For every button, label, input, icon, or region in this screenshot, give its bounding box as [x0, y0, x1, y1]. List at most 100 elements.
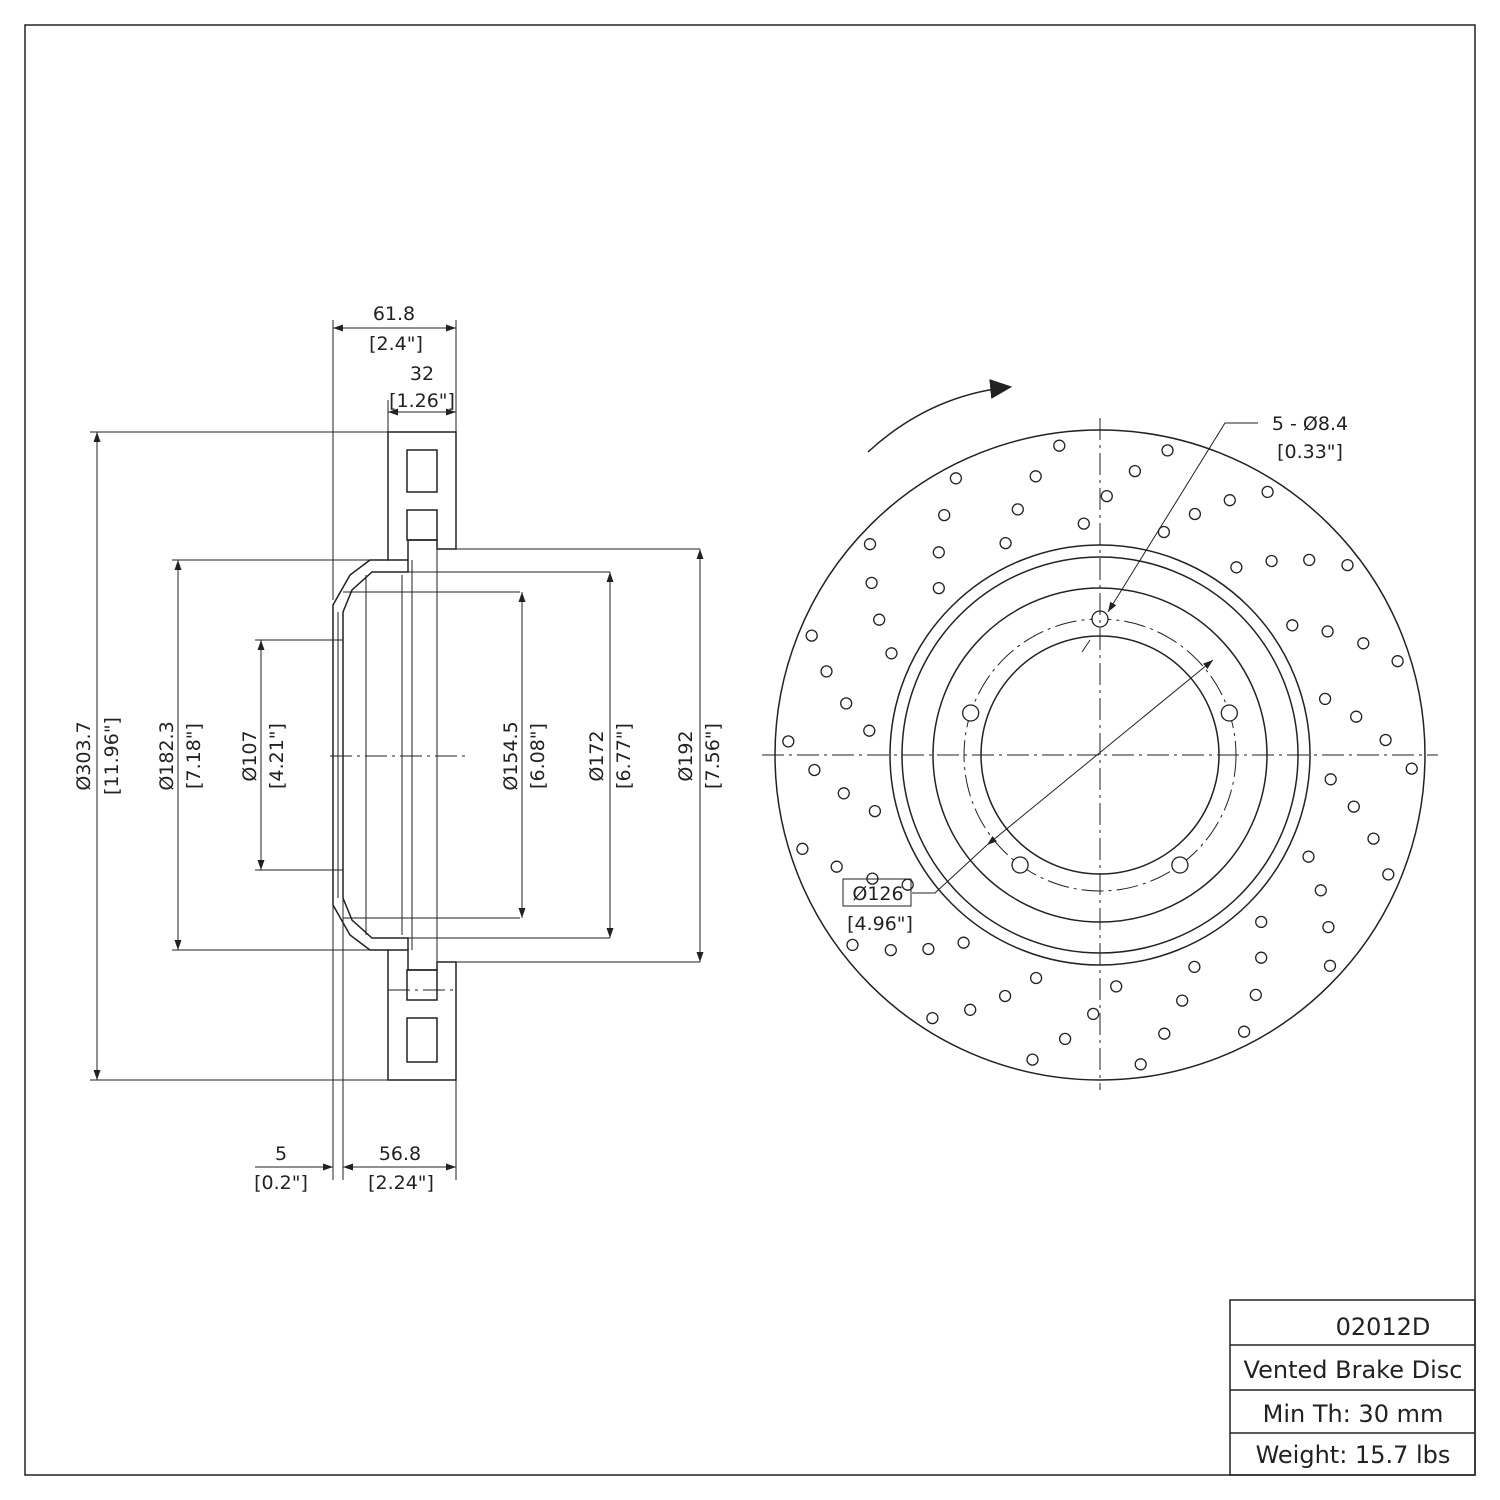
dim-hat-offset-in: [0.2"]: [254, 1172, 308, 1194]
dim-inner-b-mm: Ø172: [586, 730, 608, 781]
drill-hole: [808, 763, 821, 777]
vent-channel-top: [406, 449, 438, 493]
bolt-hole: [1220, 704, 1238, 722]
drill-hole: [1176, 994, 1189, 1007]
drill-hole: [885, 647, 898, 660]
drill-hole: [884, 943, 897, 957]
drill-hole: [1053, 439, 1066, 452]
drill-hole: [1350, 710, 1363, 723]
drill-hole: [1265, 554, 1278, 568]
drill-hole: [1237, 1025, 1251, 1038]
drill-hole: [1303, 553, 1316, 567]
drill-hole: [868, 804, 882, 818]
drill-hole: [1322, 920, 1335, 934]
drill-hole: [1128, 464, 1142, 478]
dim-outer-diameter-in: [11.96"]: [101, 717, 123, 795]
drill-hole: [932, 581, 945, 595]
drill-hole: [1029, 470, 1042, 483]
drill-hole: [1158, 1027, 1171, 1040]
drill-hole: [1249, 988, 1262, 1002]
drill-hole: [1357, 637, 1370, 650]
drill-hole: [957, 936, 970, 949]
weight: Weight: 15.7 lbs: [1256, 1441, 1451, 1469]
drill-hole: [922, 942, 935, 956]
drill-hole: [1077, 517, 1090, 530]
drill-hole: [1405, 762, 1418, 775]
front-view: 5 - Ø8.4 [0.33"] Ø126 [4.96"]: [762, 379, 1438, 1090]
side-view-dimensions: 61.8 [2.4"] 32 [1.26"] Ø303.7 [11.96"] Ø…: [73, 303, 724, 1194]
dim-overall-height-mm: 61.8: [373, 303, 415, 325]
drill-hole: [1157, 525, 1171, 539]
drill-hole: [1026, 1053, 1039, 1066]
side-section-view: [330, 431, 700, 1081]
drill-hole: [1379, 733, 1392, 747]
drill-hole: [1255, 915, 1268, 929]
dim-disc-thickness-mm: 32: [410, 363, 434, 385]
drill-hole: [1261, 485, 1274, 499]
drill-hole: [1134, 1058, 1147, 1071]
drill-hole: [846, 938, 859, 952]
hat-outer-profile: [332, 559, 388, 951]
drill-hole: [1110, 980, 1123, 993]
drill-hole: [837, 787, 850, 800]
drill-hole: [1286, 619, 1299, 632]
drill-hole: [999, 536, 1012, 550]
dim-hat-offset-mm: 5: [275, 1143, 287, 1165]
drill-hole: [1391, 655, 1404, 668]
hat-inner-profile: [342, 560, 409, 950]
drill-hole: [863, 538, 877, 551]
drill-hole: [1029, 971, 1043, 985]
dim-bolt-circle-in: [4.96"]: [847, 913, 913, 935]
dim-bolt-circle-mm: Ø126: [852, 883, 903, 905]
dim-inner-a-mm: Ø154.5: [500, 721, 522, 790]
drill-hole: [949, 472, 963, 485]
drawing-border: [24, 24, 1476, 1476]
drill-hole: [865, 576, 878, 590]
drill-hole: [830, 860, 843, 873]
drill-hole: [805, 629, 818, 642]
drill-hole: [1341, 558, 1354, 572]
min-thickness: Min Th: 30 mm: [1263, 1400, 1444, 1428]
dim-hat-depth-in: [2.24"]: [368, 1172, 434, 1194]
drill-hole: [1188, 507, 1202, 521]
title-block: 02012D Vented Brake Disc Min Th: 30 mm W…: [1229, 1299, 1476, 1476]
drill-hole: [796, 842, 809, 855]
drill-hole: [938, 508, 951, 522]
dim-inner-c-mm: Ø192: [675, 730, 697, 781]
dim-center-bore-mm: Ø107: [239, 730, 261, 781]
drill-hole: [1314, 884, 1327, 897]
drill-hole: [1321, 625, 1334, 638]
drill-hole: [1223, 494, 1236, 507]
drill-hole: [998, 989, 1012, 1003]
drill-hole: [873, 613, 886, 626]
drill-hole: [782, 735, 795, 748]
dim-hat-diameter-in: [7.18"]: [183, 723, 205, 789]
drill-hole: [1367, 832, 1380, 845]
cross-drill-holes: [782, 439, 1418, 1071]
dim-bolt-holes-mm: 5 - Ø8.4: [1272, 413, 1348, 435]
rotation-direction-arrow: [867, 379, 1013, 453]
drill-hole: [1058, 1032, 1072, 1046]
part-number: 02012D: [1336, 1313, 1431, 1341]
drill-hole: [1318, 692, 1332, 706]
dim-bolt-holes-in: [0.33"]: [1277, 441, 1343, 463]
dim-outer-diameter-mm: Ø303.7: [73, 721, 95, 790]
drill-hole: [1087, 1007, 1100, 1021]
dim-hat-diameter-mm: Ø182.3: [156, 721, 178, 790]
drill-hole: [901, 878, 914, 891]
drill-hole: [1347, 800, 1360, 813]
vent-channel-bottom: [406, 1017, 438, 1063]
dim-overall-height-in: [2.4"]: [369, 333, 423, 355]
bolt-hole: [1171, 856, 1189, 874]
drill-hole: [1100, 489, 1113, 503]
drill-hole: [926, 1011, 939, 1025]
dim-center-bore-in: [4.21"]: [266, 723, 288, 789]
dim-hat-depth-mm: 56.8: [379, 1143, 421, 1165]
part-description: Vented Brake Disc: [1244, 1356, 1463, 1384]
dim-inner-a-in: [6.08"]: [527, 723, 549, 789]
dim-inner-b-in: [6.77"]: [613, 723, 635, 789]
drill-hole: [1188, 960, 1201, 974]
drill-hole: [1324, 773, 1337, 786]
bolt-hole: [1011, 856, 1029, 874]
